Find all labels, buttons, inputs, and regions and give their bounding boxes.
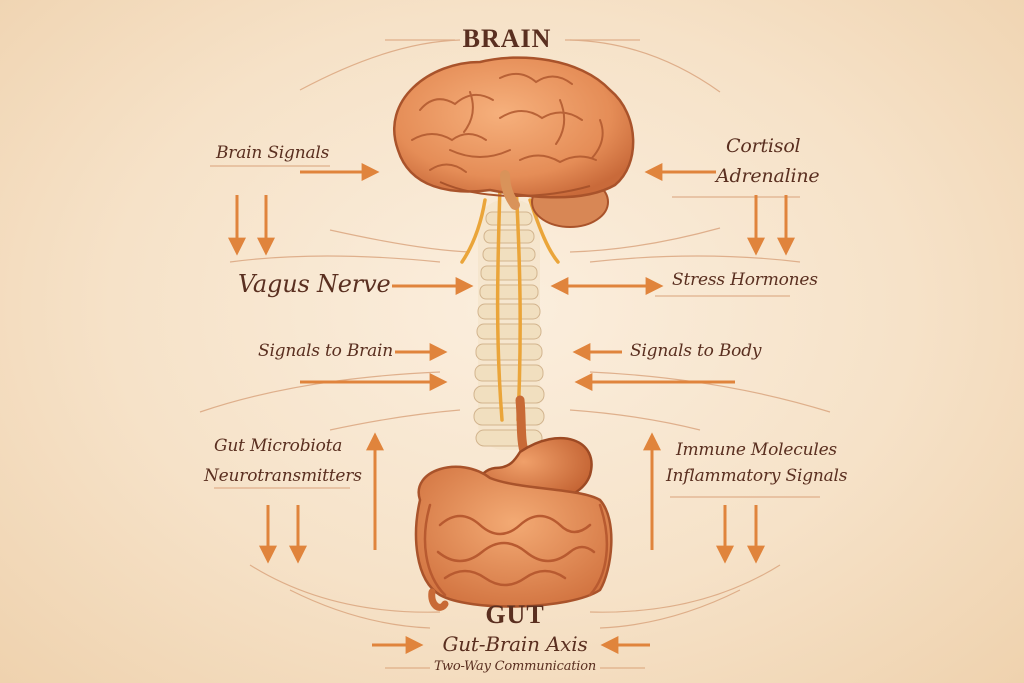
gut-title: GUT bbox=[485, 600, 545, 629]
signal-arrows bbox=[228, 163, 795, 654]
label-vagus-nerve: Vagus Nerve bbox=[238, 270, 391, 298]
axis-subtitle: Gut-Brain Axis bbox=[442, 632, 588, 656]
brain-title: BRAIN bbox=[462, 24, 552, 53]
label-signals-to-brain: Signals to Brain bbox=[258, 341, 394, 361]
label-inflammatory-signals: Inflammatory Signals bbox=[666, 466, 848, 486]
label-brain-signals: Brain Signals bbox=[216, 143, 330, 163]
label-immune-molecules: Immune Molecules bbox=[676, 440, 837, 460]
label-signals-to-body: Signals to Body bbox=[630, 341, 762, 361]
spinal-column bbox=[473, 200, 545, 450]
label-neurotransmitters: Neurotransmitters bbox=[204, 466, 362, 486]
label-cortisol: Cortisol bbox=[726, 135, 801, 157]
communication-caption: Two-Way Communication bbox=[433, 659, 597, 674]
intestines-illustration bbox=[414, 465, 613, 611]
vagus-nerve-strands bbox=[460, 183, 560, 422]
label-gut-microbiota: Gut Microbiota bbox=[214, 436, 343, 456]
decorative-curves bbox=[199, 39, 831, 669]
brain-illustration bbox=[393, 56, 635, 228]
label-stress-hormones: Stress Hormones bbox=[672, 270, 818, 290]
label-adrenaline: Adrenaline bbox=[716, 165, 820, 187]
